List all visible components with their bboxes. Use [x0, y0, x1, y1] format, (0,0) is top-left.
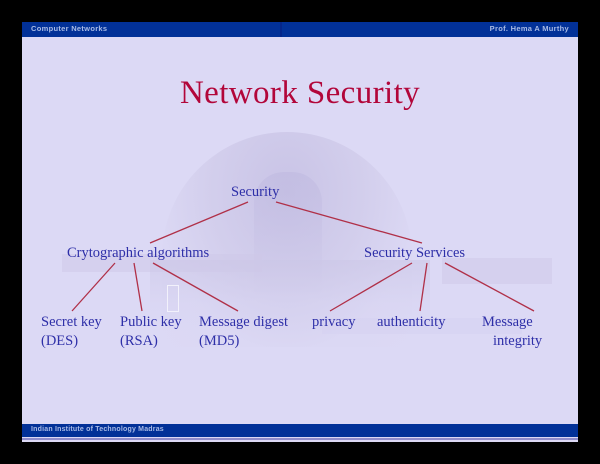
edge-crypto-to-public-key: [133, 262, 143, 312]
diagram-node-message-digest: Message digest (MD5): [199, 313, 288, 351]
diagram-node-message-integrity-line2: integrity: [493, 333, 543, 350]
diagram-node-secret-key-line1: Secret key: [41, 314, 102, 330]
diagram-node-authenticity: authenticity: [377, 313, 445, 332]
edge-crypto-to-secret-key: [71, 262, 116, 312]
diagram-node-privacy: privacy: [312, 313, 355, 332]
diagram-node-security-services-label: Security Services: [364, 245, 466, 261]
diagram-node-message-digest-line1: Message digest: [199, 314, 288, 330]
diagram-node-authenticity-line1: authenticity: [377, 314, 446, 330]
diagram-node-public-key-line1: Public key: [120, 314, 182, 330]
footer-institution-label: Indian Institute of Technology Madras: [31, 426, 164, 433]
slide-title: Network Security: [179, 75, 421, 111]
diagram-node-security: Security: [231, 183, 279, 202]
footer-rule: [22, 438, 578, 440]
diagram-node-privacy-line1: privacy: [312, 314, 356, 330]
stray-rectangle-artifact: [167, 285, 179, 312]
edge-security-to-services: [275, 201, 423, 244]
diagram-node-secret-key-line2: (DES): [41, 333, 79, 350]
header-presenter-label: Prof. Hema A Murthy: [489, 24, 569, 33]
header-divider: [280, 22, 282, 37]
diagram-node-secret-key: Secret key (DES): [41, 313, 102, 351]
diagram-node-security-label: Security: [231, 184, 280, 200]
edge-security-to-crypto: [149, 201, 249, 244]
slide-canvas: Computer Networks Prof. Hema A Murthy Ne…: [22, 22, 578, 442]
edge-services-to-privacy: [329, 262, 413, 312]
diagram-node-public-key: Public key (RSA): [120, 313, 182, 351]
slide-footer-bar: Indian Institute of Technology Madras: [22, 424, 578, 437]
edge-crypto-to-message-digest: [152, 262, 239, 312]
slide-header-bar: Computer Networks Prof. Hema A Murthy: [22, 22, 578, 37]
diagram-node-message-digest-line2: (MD5): [199, 333, 240, 350]
diagram-node-cryptographic-algorithms-label: Crytographic algorithms: [67, 245, 210, 261]
edge-services-to-message-integrity: [444, 262, 535, 312]
diagram-node-public-key-line2: (RSA): [120, 333, 158, 350]
diagram-node-message-integrity: Message integrity: [482, 313, 542, 351]
diagram-node-security-services: Security Services: [364, 244, 465, 263]
header-course-label: Computer Networks: [31, 24, 108, 33]
diagram-node-message-integrity-line1: Message: [482, 314, 533, 330]
diagram-node-cryptographic-algorithms: Crytographic algorithms: [67, 244, 209, 263]
edge-services-to-authenticity: [419, 262, 428, 312]
